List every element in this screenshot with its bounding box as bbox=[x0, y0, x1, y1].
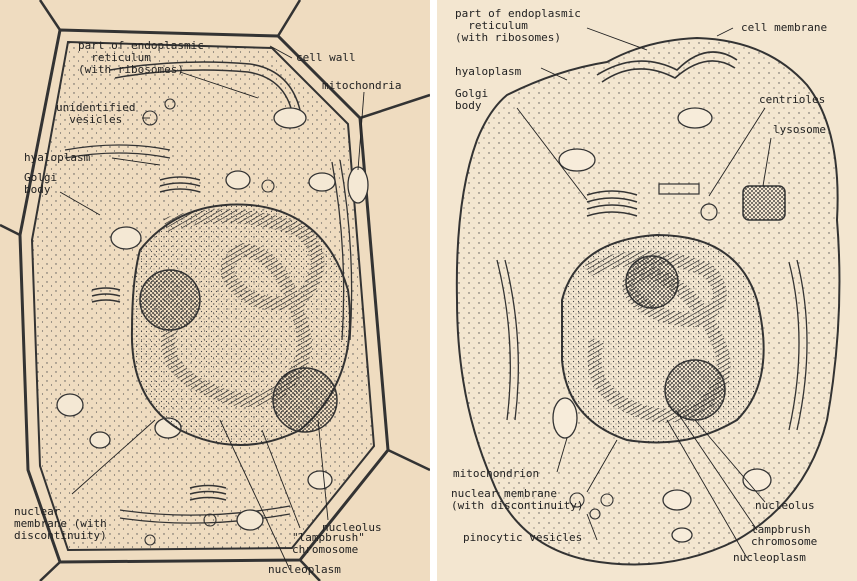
label-endoplasmic-reticulum: part of endoplasmic reticulum (with ribo… bbox=[455, 8, 581, 44]
label-nucleolus: nucleolus bbox=[755, 500, 815, 512]
label-cell-wall: cell wall bbox=[296, 52, 356, 64]
plant-cell-diagram: part of endoplasmic reticulum (with ribo… bbox=[0, 0, 430, 581]
label-cell-membrane: cell membrane bbox=[741, 22, 827, 34]
label-lampbrush-chromosome: lampbrush chromosome bbox=[751, 524, 817, 548]
nucleolus bbox=[626, 256, 678, 308]
lysosome bbox=[743, 186, 785, 220]
label-endoplasmic-reticulum: part of endoplasmic reticulum (with ribo… bbox=[78, 40, 204, 76]
label-unidentified-vesicles: unidentified vesicles bbox=[56, 102, 135, 126]
label-golgi-body: Golgi body bbox=[24, 172, 57, 196]
label-nucleoplasm: nucleoplasm bbox=[733, 552, 806, 564]
label-mitochondria: mitochondria bbox=[322, 80, 401, 92]
nucleolus bbox=[140, 270, 200, 330]
label-lysosome: lysosome bbox=[773, 124, 826, 136]
label-lampbrush-chromosome: "lampbrush" chromosome bbox=[292, 532, 365, 556]
label-centrioles: centrioles bbox=[759, 94, 825, 106]
label-pinocytic-vesicles: pinocytic vesicles bbox=[463, 532, 582, 544]
label-nucleoplasm: nucleoplasm bbox=[268, 564, 341, 576]
animal-cell-diagram: part of endoplasmic reticulum (with ribo… bbox=[437, 0, 857, 581]
label-nuclear-membrane: nuclear membrane (with discontinuity) bbox=[451, 488, 583, 512]
label-hyaloplasm: hyaloplasm bbox=[455, 66, 521, 78]
label-nuclear-membrane: nuclear membrane (with discontinuity) bbox=[14, 506, 107, 542]
label-golgi-body: Golgi body bbox=[455, 88, 488, 112]
label-mitochondrion: mitochondrion bbox=[453, 468, 539, 480]
label-hyaloplasm: hyaloplasm bbox=[24, 152, 90, 164]
